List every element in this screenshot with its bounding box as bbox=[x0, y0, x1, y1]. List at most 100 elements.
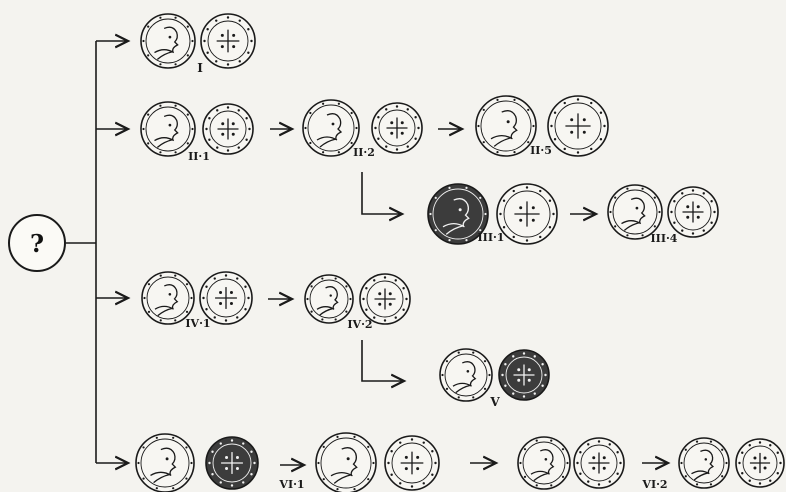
legend-mark bbox=[457, 351, 460, 354]
legend-mark bbox=[155, 487, 158, 490]
legend-mark bbox=[219, 442, 222, 445]
legend-mark bbox=[402, 287, 405, 290]
legend-mark bbox=[417, 126, 420, 130]
legend-mark bbox=[563, 101, 566, 105]
legend-mark bbox=[353, 488, 356, 491]
coin-pairs bbox=[135, 13, 785, 492]
legend-mark bbox=[250, 39, 253, 43]
legend-mark bbox=[394, 279, 397, 282]
coin-pair-iv2 bbox=[304, 273, 411, 325]
legend-mark bbox=[579, 472, 582, 475]
legend-mark bbox=[608, 480, 611, 483]
legend-mark bbox=[599, 138, 603, 141]
legend-mark bbox=[390, 450, 393, 453]
legend-mark bbox=[205, 285, 208, 288]
legend-mark bbox=[523, 448, 527, 451]
bust-icon bbox=[691, 449, 715, 481]
legend-mark bbox=[410, 438, 414, 441]
legend-mark bbox=[205, 308, 208, 311]
legend-mark bbox=[245, 117, 248, 120]
legend-mark bbox=[174, 274, 177, 277]
legend-mark bbox=[472, 351, 475, 354]
legend-mark bbox=[533, 355, 536, 358]
legend-mark bbox=[310, 310, 313, 313]
legend-mark bbox=[482, 141, 485, 144]
legend-mark bbox=[215, 19, 218, 22]
legend-mark bbox=[512, 235, 515, 239]
legend-mark bbox=[191, 127, 194, 131]
legend-mark bbox=[448, 239, 451, 242]
legend-mark bbox=[504, 384, 507, 387]
cross-icon bbox=[217, 118, 239, 140]
legend-mark bbox=[513, 98, 516, 101]
bust-icon bbox=[154, 284, 179, 317]
legend-mark bbox=[776, 451, 779, 454]
arrow-iv2-v bbox=[361, 340, 404, 381]
legend-mark bbox=[155, 436, 158, 439]
legend-mark bbox=[322, 445, 325, 448]
legend-mark bbox=[431, 473, 434, 476]
legend-mark bbox=[776, 472, 779, 475]
label-iv2: IV·2 bbox=[347, 318, 372, 331]
legend-mark bbox=[309, 141, 312, 145]
bust-icon bbox=[150, 447, 177, 484]
legend-mark bbox=[748, 479, 751, 482]
legend-mark bbox=[211, 450, 214, 453]
legend-mark bbox=[603, 124, 606, 128]
cross-icon bbox=[588, 452, 610, 474]
legend-mark bbox=[216, 109, 219, 112]
legend-mark bbox=[465, 186, 468, 189]
legend-mark bbox=[597, 440, 601, 443]
legend-mark bbox=[410, 485, 414, 488]
legend-mark bbox=[159, 104, 162, 107]
legend-mark bbox=[186, 25, 189, 28]
legend-mark bbox=[741, 451, 744, 454]
legend-mark bbox=[337, 102, 340, 105]
root-label: ? bbox=[30, 229, 44, 258]
legend-mark bbox=[406, 145, 409, 148]
legend-mark bbox=[501, 373, 504, 377]
label-vi2: VI·2 bbox=[641, 478, 667, 491]
legend-mark bbox=[373, 316, 376, 319]
legend-mark bbox=[527, 108, 530, 111]
reverse-coin-v bbox=[498, 349, 550, 401]
legend-mark bbox=[590, 147, 593, 151]
legend-mark bbox=[362, 297, 365, 301]
legend-mark bbox=[713, 210, 716, 214]
legend-mark bbox=[159, 274, 162, 277]
legend-mark bbox=[590, 101, 593, 105]
legend-mark bbox=[535, 484, 538, 487]
legend-mark bbox=[390, 473, 393, 476]
legend-mark bbox=[680, 461, 683, 465]
legend-mark bbox=[653, 225, 656, 228]
legend-mark bbox=[748, 444, 751, 447]
reverse-coin-vi2a bbox=[384, 435, 440, 491]
legend-mark bbox=[532, 124, 535, 128]
legend-mark bbox=[709, 440, 713, 443]
legend-mark bbox=[142, 127, 145, 131]
legend-mark bbox=[769, 479, 772, 482]
coin-pair-i bbox=[140, 13, 256, 69]
legend-mark bbox=[681, 192, 684, 195]
legend-mark bbox=[224, 319, 228, 322]
legend-mark bbox=[502, 199, 506, 202]
legend-mark bbox=[383, 276, 387, 279]
legend-mark bbox=[250, 473, 253, 476]
legend-mark bbox=[395, 105, 399, 108]
legend-mark bbox=[702, 229, 705, 232]
bust-icon bbox=[330, 447, 358, 484]
reverse-coin-iii4 bbox=[667, 186, 719, 238]
legend-mark bbox=[205, 127, 208, 131]
legend-mark bbox=[448, 186, 451, 189]
obverse-coin-iv1 bbox=[141, 271, 195, 325]
legend-mark bbox=[523, 475, 527, 478]
legend-mark bbox=[247, 296, 250, 300]
legend-mark bbox=[738, 461, 741, 465]
bust-icon bbox=[154, 26, 179, 60]
legend-mark bbox=[587, 443, 590, 446]
legend-mark bbox=[230, 484, 234, 487]
legend-mark bbox=[535, 439, 538, 442]
legend-mark bbox=[496, 151, 499, 154]
bust-icon bbox=[316, 113, 343, 148]
legend-mark bbox=[553, 138, 557, 141]
